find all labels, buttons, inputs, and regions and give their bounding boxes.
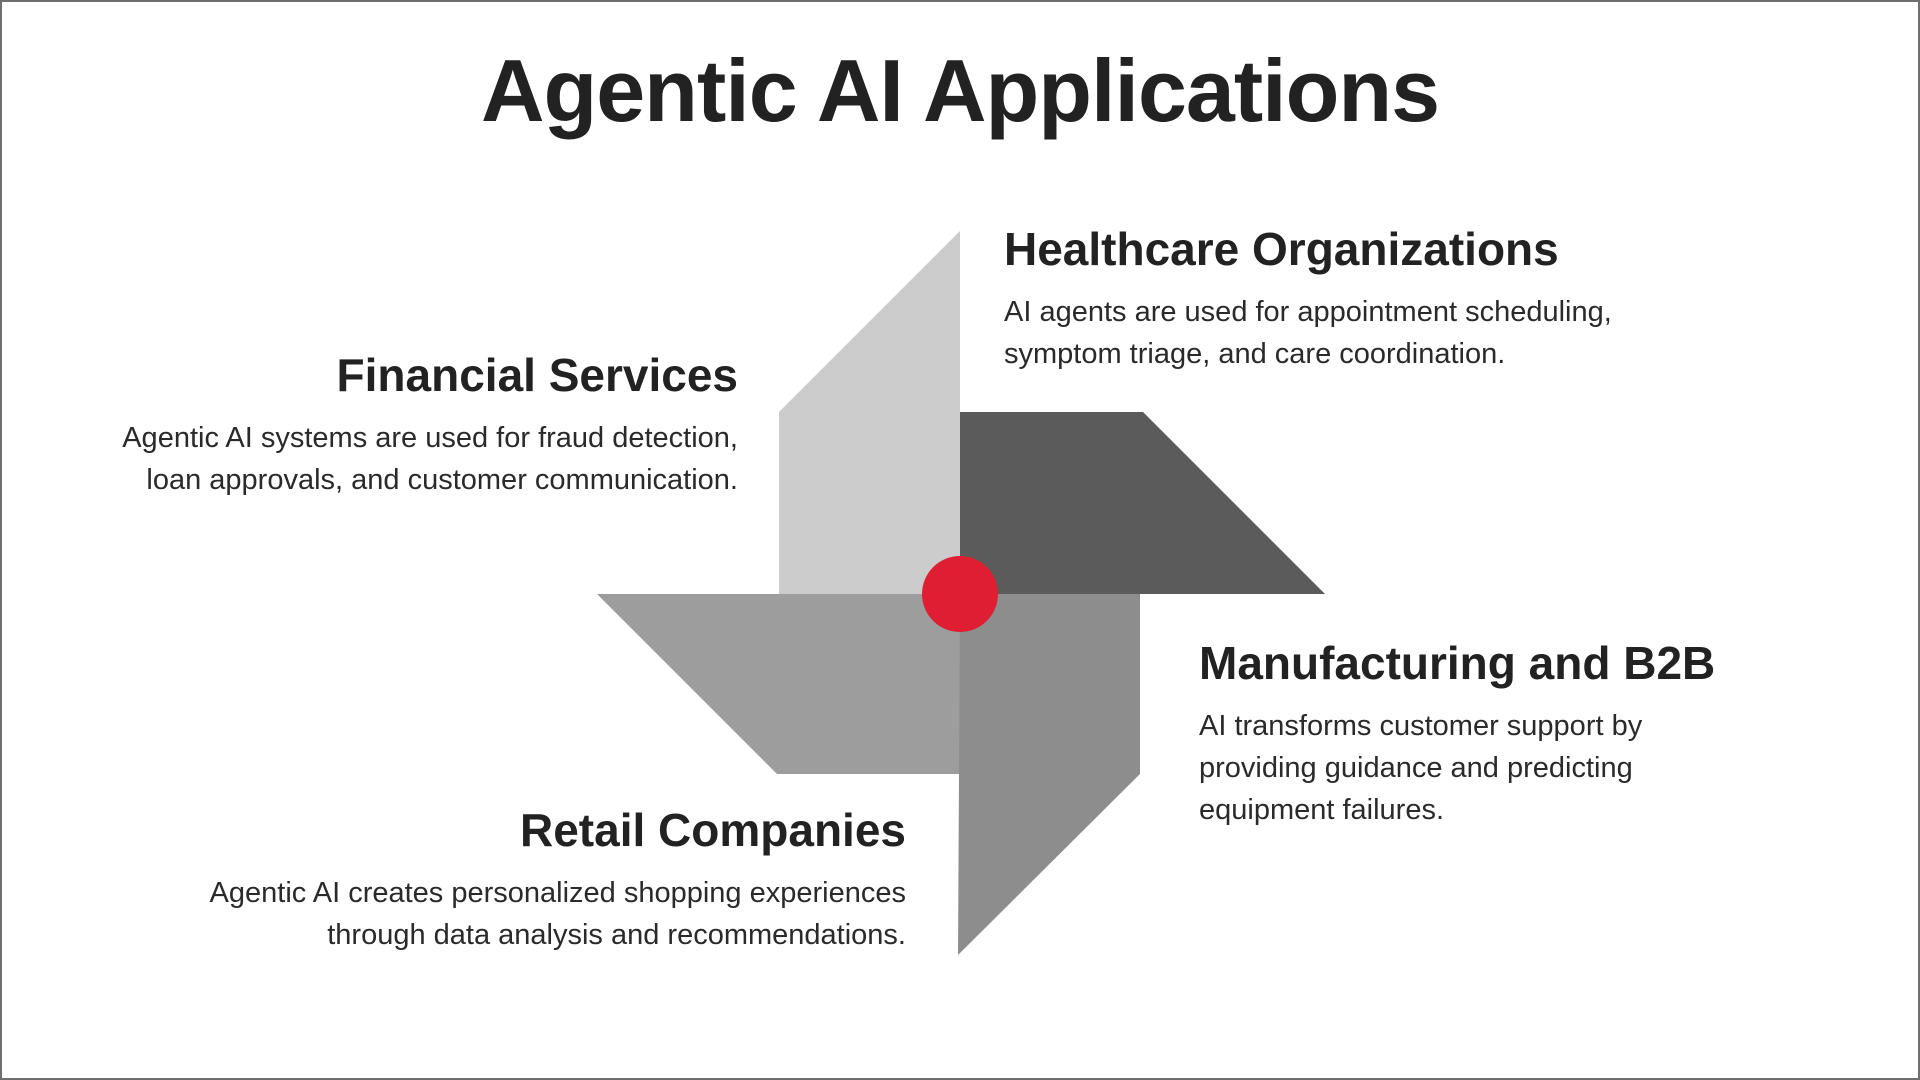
section-heading: Financial Services <box>336 349 738 401</box>
petal-bottom-left <box>597 594 960 774</box>
petal-bottom-right <box>958 594 1140 955</box>
section-description: AI agents are used for appointment sched… <box>1004 296 1612 371</box>
section-description: Agentic AI creates personalized shopping… <box>209 877 906 952</box>
section-retail-companies: Retail Companies Agentic AI creates pers… <box>6 803 906 956</box>
petal-top-left <box>779 231 960 594</box>
section-financial-services: Financial Services Agentic AI systems ar… <box>0 348 738 501</box>
section-heading: Retail Companies <box>520 804 906 856</box>
section-healthcare-organizations: Healthcare Organizations AI agents are u… <box>1004 222 1824 375</box>
section-heading: Healthcare Organizations <box>1004 223 1559 275</box>
section-description: AI transforms customer support by provid… <box>1199 710 1643 827</box>
center-hub-icon <box>922 556 998 632</box>
section-manufacturing-b2b: Manufacturing and B2B AI transforms cust… <box>1199 636 1839 831</box>
page-title: Agentic AI Applications <box>480 41 1440 140</box>
section-heading: Manufacturing and B2B <box>1199 637 1716 689</box>
petal-top-right <box>960 412 1325 594</box>
section-description: Agentic AI systems are used for fraud de… <box>122 422 738 497</box>
